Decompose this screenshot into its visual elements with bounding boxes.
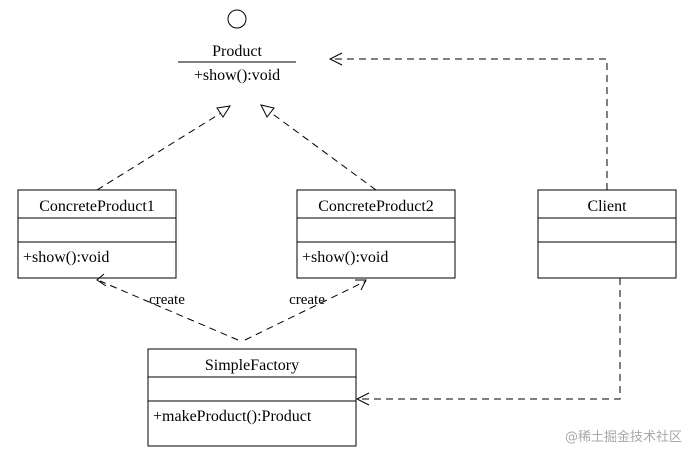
client-name: Client [587, 198, 627, 215]
open-arrow-icon [355, 392, 370, 406]
realization-concrete2-to-product [260, 104, 377, 191]
open-arrow-icon [355, 279, 367, 291]
dependency-line-client-product [331, 58, 608, 190]
create-factory-to-concrete2: create [244, 279, 367, 341]
product-interface[interactable]: Product +show():void [178, 9, 296, 84]
concrete-product-2-name: ConcreteProduct2 [318, 198, 434, 215]
simple-factory-frame [147, 348, 357, 447]
realization-concrete1-to-product [96, 105, 232, 191]
product-interface-method: +show():void [194, 67, 280, 84]
create-factory-to-concrete1: create [96, 273, 239, 341]
hollow-triangle-arrow-icon [260, 104, 275, 118]
concrete-product-1-frame [17, 189, 177, 279]
create-line-2 [244, 280, 367, 341]
create-line-1 [99, 280, 239, 341]
realization-line-2 [269, 111, 377, 191]
simple-factory-name: SimpleFactory [205, 357, 299, 374]
dependency-client-to-factory [355, 278, 621, 406]
open-arrow-icon [96, 273, 107, 287]
concrete-product-1-class[interactable]: ConcreteProduct1 +show():void [17, 189, 177, 279]
product-interface-name: Product [212, 43, 262, 60]
hollow-triangle-arrow-icon [216, 105, 232, 118]
concrete-product-1-name: ConcreteProduct1 [39, 198, 155, 215]
concrete-product-2-method: +show():void [302, 249, 388, 266]
client-class[interactable]: Client [537, 189, 677, 279]
simple-factory-method: +makeProduct():Product [153, 408, 312, 425]
simple-factory-class[interactable]: SimpleFactory +makeProduct():Product [147, 348, 357, 447]
open-arrow-icon [328, 52, 343, 66]
concrete-product-1-method: +show():void [23, 249, 109, 266]
create-label-1: create [149, 292, 185, 308]
interface-lollipop-icon [227, 9, 247, 29]
concrete-product-2-class[interactable]: ConcreteProduct2 +show():void [296, 189, 456, 279]
create-label-2: create [289, 292, 325, 308]
watermark-text: @稀土掘金技术社区 [565, 429, 682, 445]
realization-line-1 [96, 112, 222, 191]
dependency-line-client-factory [358, 278, 621, 400]
dependency-client-to-product [328, 52, 608, 190]
